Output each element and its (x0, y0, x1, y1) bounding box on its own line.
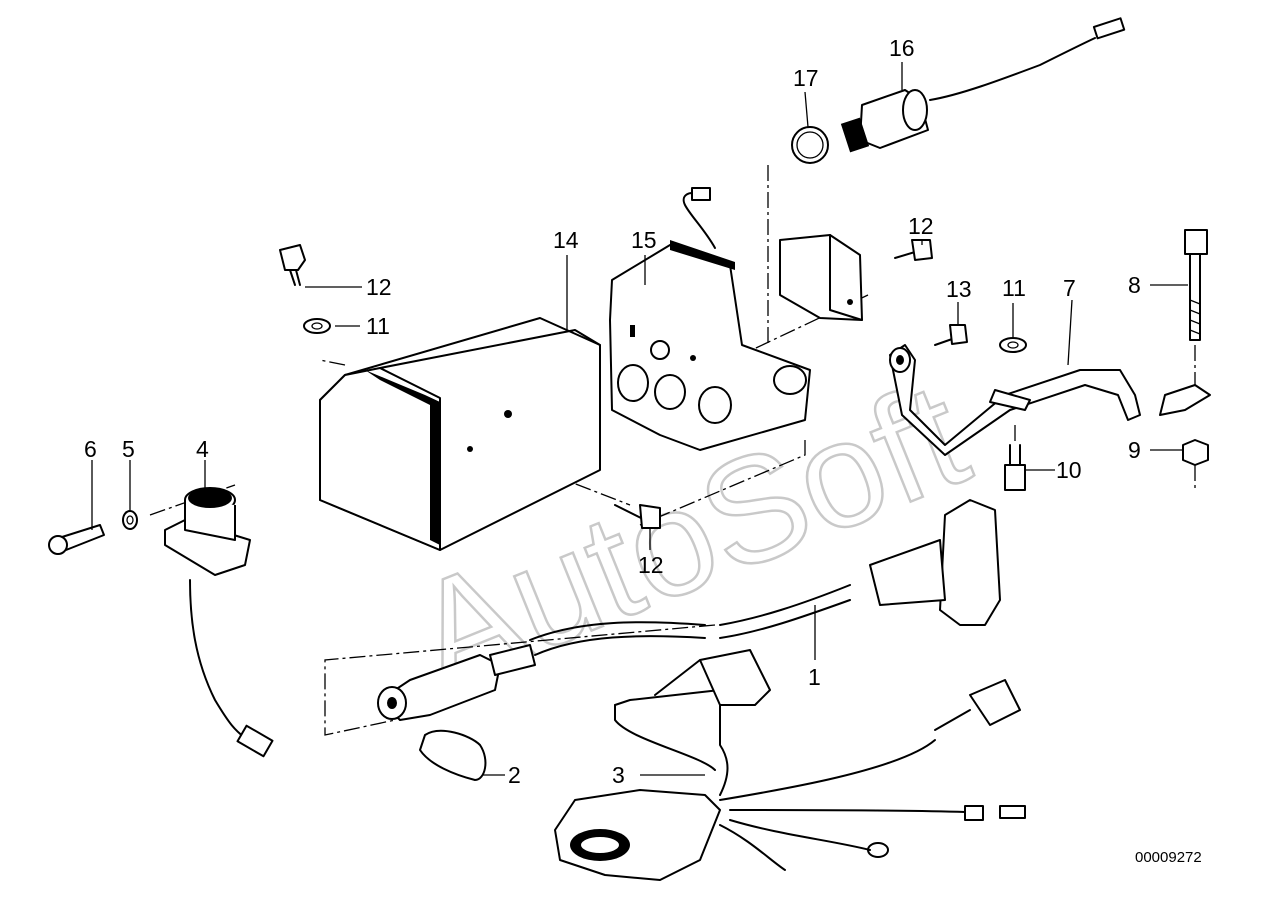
callout-4: 4 (196, 436, 209, 462)
callout-11-left: 11 (366, 313, 390, 339)
part-7-ground-strap[interactable] (889, 344, 1211, 456)
part-4-relay[interactable] (164, 487, 274, 758)
callout-17: 17 (793, 65, 819, 91)
part-17-ring[interactable] (791, 126, 829, 164)
mounting-bracket[interactable] (779, 234, 863, 321)
callout-10: 10 (1056, 457, 1082, 483)
part-16-sensor[interactable] (840, 17, 1126, 153)
part-13-screw[interactable] (934, 324, 968, 346)
part-14-housing[interactable] (319, 317, 601, 551)
part-2-d-ring[interactable] (419, 729, 487, 781)
callout-16: 16 (889, 35, 915, 61)
part-11-washer-right[interactable] (999, 337, 1027, 353)
callout-8: 8 (1128, 272, 1141, 298)
callout-12-middle: 12 (638, 552, 664, 578)
callout-3: 3 (612, 762, 625, 788)
callout-15: 15 (631, 227, 657, 253)
part-11-washer-top-left[interactable] (303, 318, 331, 334)
document-number: 00009272 (1135, 849, 1202, 866)
part-6-bolt[interactable] (48, 524, 105, 555)
callout-13: 13 (946, 276, 972, 302)
callout-7: 7 (1063, 275, 1076, 301)
callout-12-top-left: 12 (366, 274, 392, 300)
part-12-screw-middle[interactable] (614, 504, 661, 529)
part-12-screw-top-right[interactable] (894, 239, 933, 261)
callouts: 1 2 3 4 5 6 7 8 9 10 11 11 12 12 12 13 1… (84, 35, 1141, 788)
callout-11-right: 11 (1002, 275, 1026, 301)
part-10-screw[interactable] (1004, 444, 1026, 491)
part-3-wiring-harness[interactable] (554, 649, 1026, 881)
part-1-ht-cable[interactable] (377, 499, 1001, 721)
leader-lines (91, 62, 1188, 776)
part-8-bolt[interactable] (1184, 229, 1208, 341)
callout-1: 1 (808, 664, 821, 690)
callout-5: 5 (122, 436, 135, 462)
part-9-nut[interactable] (1182, 439, 1209, 466)
callout-9: 9 (1128, 437, 1141, 463)
callout-14: 14 (553, 227, 579, 253)
part-15-bracket-plate[interactable] (609, 187, 811, 451)
callout-12-top-right: 12 (908, 213, 934, 239)
part-12-screw-top-left[interactable] (279, 244, 306, 286)
callout-2: 2 (508, 762, 521, 788)
callout-6: 6 (84, 436, 97, 462)
part-5-washer[interactable] (122, 510, 138, 530)
